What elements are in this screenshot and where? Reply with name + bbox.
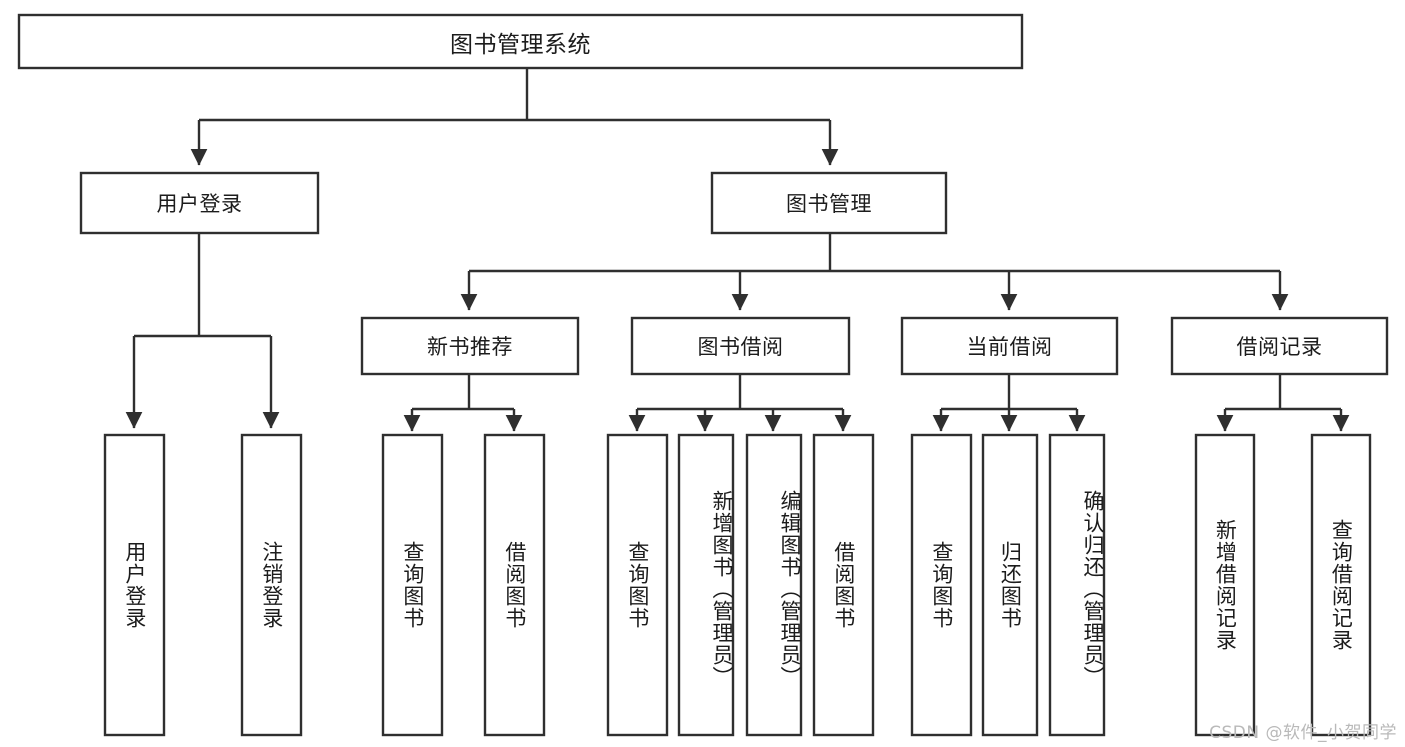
connector-borrow-bus: [637, 374, 843, 411]
connector-user-login-bus: [134, 233, 271, 338]
leaf-box-user-login-2[interactable]: [240, 433, 303, 737]
connector-recommend-bus: [412, 374, 514, 411]
leaf-box-record-2[interactable]: [1310, 433, 1372, 737]
node-book-manage-box[interactable]: [710, 171, 948, 235]
leaf-box-borrow-2[interactable]: [677, 433, 735, 737]
connector-root-bus: [199, 68, 830, 122]
leaf-box-borrow-1[interactable]: [606, 433, 669, 737]
leaf-box-recommend-1[interactable]: [381, 433, 444, 737]
leaf-box-current-1[interactable]: [910, 433, 973, 737]
connector-current-bus: [941, 374, 1077, 411]
node-new-book-recommend-box[interactable]: [360, 316, 580, 376]
leaf-box-user-login-1[interactable]: [103, 433, 166, 737]
node-current-borrow-box[interactable]: [900, 316, 1119, 376]
node-user-login-box[interactable]: [79, 171, 320, 235]
leaf-box-current-2[interactable]: [981, 433, 1039, 737]
leaf-box-borrow-3[interactable]: [745, 433, 803, 737]
node-book-borrow-box[interactable]: [630, 316, 851, 376]
node-root-box[interactable]: [17, 13, 1024, 70]
leaf-box-recommend-2[interactable]: [483, 433, 546, 737]
connector-book-manage-bus: [469, 233, 1280, 273]
leaf-box-current-3[interactable]: [1048, 433, 1106, 737]
leaf-box-record-1[interactable]: [1194, 433, 1256, 737]
node-borrow-record-box[interactable]: [1170, 316, 1389, 376]
leaf-box-borrow-4[interactable]: [812, 433, 875, 737]
connector-record-bus: [1225, 374, 1341, 411]
